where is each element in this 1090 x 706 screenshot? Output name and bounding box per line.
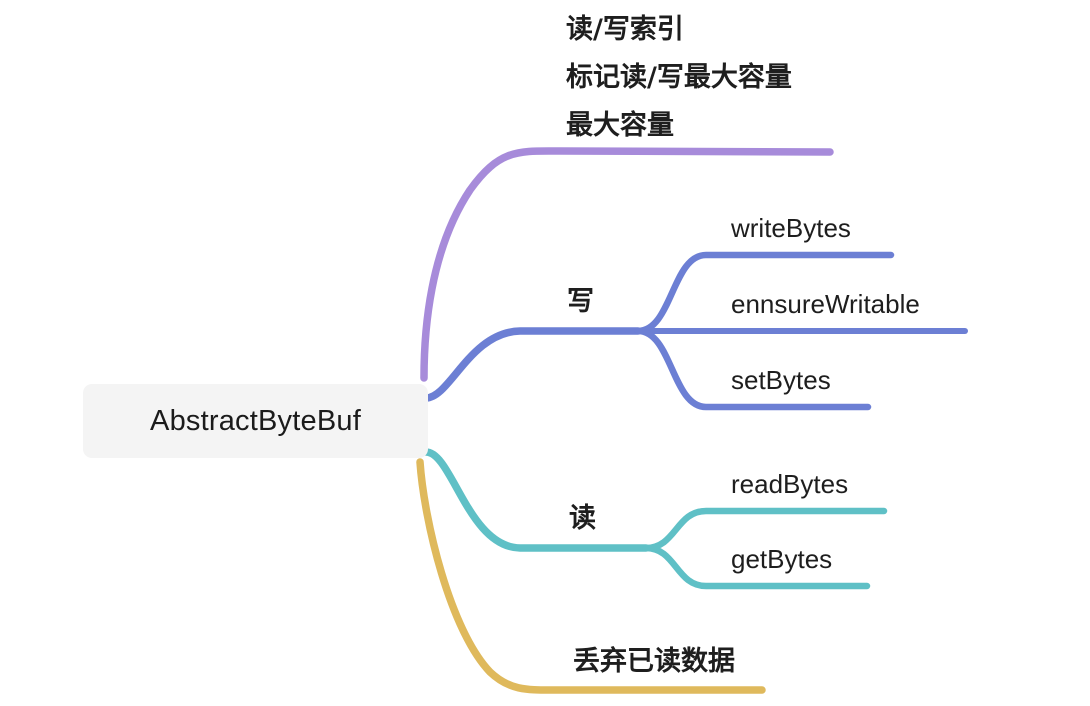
edge-root-to-read [422, 448, 650, 552]
node-read-write-index[interactable]: 读/写索引 [566, 16, 684, 43]
node-write-label: 写 [567, 286, 594, 317]
node-write[interactable]: 写 [567, 288, 594, 315]
node-ennsurewritable-label: ennsureWritable [731, 289, 920, 319]
node-setbytes[interactable]: setBytes [731, 367, 831, 393]
node-getbytes[interactable]: getBytes [731, 546, 832, 572]
node-read[interactable]: 读 [569, 505, 596, 532]
edge-write-to-writebytes [634, 251, 895, 335]
edge-read-to-readbytes [642, 507, 888, 552]
node-setbytes-label: setBytes [731, 365, 831, 395]
node-getbytes-label: getBytes [731, 544, 833, 574]
node-max-capacity-label: 最大容量 [566, 110, 674, 141]
node-ennsurewritable[interactable]: ennsureWritable [731, 291, 920, 317]
node-readbytes-label: readBytes [731, 469, 849, 499]
node-discard-read-data-label: 丢弃已读数据 [573, 646, 735, 677]
node-read-label: 读 [569, 503, 596, 534]
root-node-label: AbstractByteBuf [150, 404, 361, 437]
node-writebytes[interactable]: writeBytes [731, 215, 851, 241]
edge-write-to-setbytes [634, 327, 872, 411]
edge-root-to-write [422, 327, 642, 402]
node-mark-read-write-max-capacity[interactable]: 标记读/写最大容量 [566, 64, 792, 91]
node-mark-read-write-max-capacity-label: 标记读/写最大容量 [566, 62, 792, 93]
root-node-abstractbytebuf[interactable]: AbstractByteBuf [83, 384, 428, 458]
node-discard-read-data[interactable]: 丢弃已读数据 [573, 648, 735, 675]
node-max-capacity[interactable]: 最大容量 [566, 112, 674, 139]
node-read-write-index-label: 读/写索引 [566, 14, 684, 45]
edge-read-to-getbytes [642, 544, 871, 590]
node-readbytes[interactable]: readBytes [731, 471, 848, 497]
edge-root-to-attributes [420, 147, 834, 382]
node-writebytes-label: writeBytes [731, 213, 851, 243]
edge-root-to-discard [416, 458, 766, 694]
